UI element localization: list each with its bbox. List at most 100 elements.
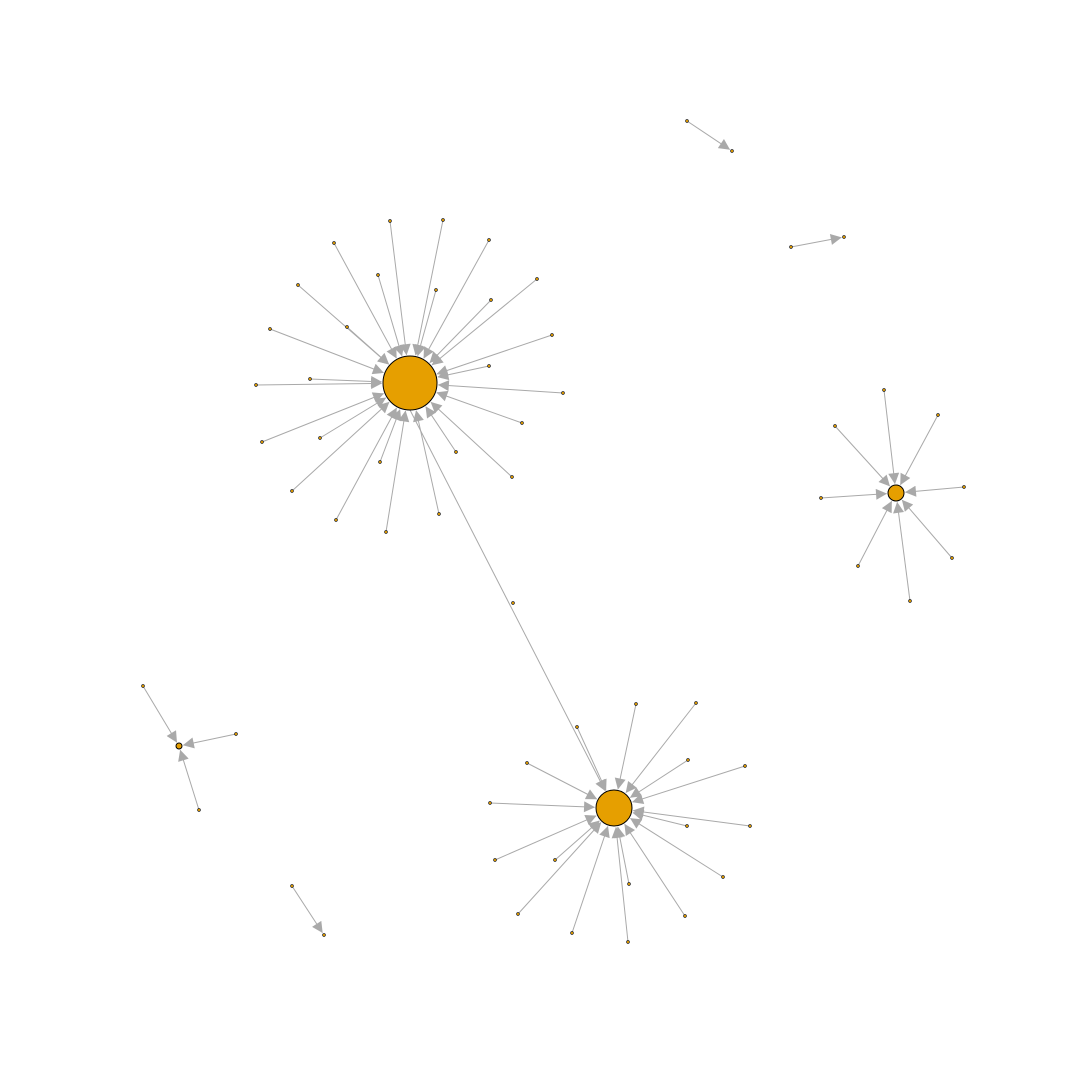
edge-hub-c-7 [857, 500, 893, 567]
edge-hub-c-4 [820, 488, 888, 500]
leaf-node-hub-a-8 [535, 277, 539, 281]
edge-hub-a-4 [333, 242, 397, 359]
isolated-node-source-1 [685, 119, 689, 123]
edge-hub-b-1 [614, 703, 637, 790]
edge-hub-a-2 [412, 219, 444, 356]
leaf-node-hub-c-5 [962, 485, 966, 489]
edge-hub-b-12 [614, 826, 630, 885]
leaf-node-hub-a-17 [520, 421, 524, 425]
edge-hub-a-19 [319, 397, 387, 439]
leaf-node-hub-b-14 [683, 914, 687, 918]
hub-c-node [887, 484, 905, 502]
edge-hub-b-5 [632, 765, 746, 805]
leaf-node-hub-b-16 [626, 940, 630, 944]
leaf-node-hub-a-22 [510, 475, 514, 479]
edge-hub-link-1 [409, 409, 606, 792]
leaf-node-hub-a-1 [388, 219, 392, 223]
edge-hub-c-1 [883, 389, 900, 485]
leaf-node-hub-c-3 [833, 424, 837, 428]
leaf-node-hub-a-5 [376, 273, 380, 277]
edge-hub-c-3 [834, 425, 890, 487]
leaf-node-hub-b-4 [686, 758, 690, 762]
leaf-node-hub-a-3 [487, 238, 491, 242]
leaf-node-hub-d-3 [197, 808, 201, 812]
leaf-node-hub-b-11 [721, 875, 725, 879]
edge-hub-d-3 [178, 749, 200, 811]
leaf-node-hub-b-15 [570, 931, 574, 935]
edge-isolated-3 [291, 885, 323, 934]
edge-hub-a-24 [335, 407, 397, 521]
edge-hub-d-1 [142, 685, 178, 743]
leaf-node-hub-b-2 [694, 701, 698, 705]
edge-hub-b-4 [629, 759, 689, 798]
leaf-node-hub-a-2 [441, 218, 445, 222]
edge-hub-a-6 [415, 289, 437, 357]
leaf-node-hub-b-1 [634, 702, 638, 706]
edge-isolated-2 [790, 234, 842, 248]
leaf-node-hub-a-15 [254, 383, 258, 387]
leaf-node-hub-a-9 [296, 283, 300, 287]
leaf-node-hub-a-13 [487, 364, 491, 368]
edge-hub-b-15 [571, 825, 610, 934]
leaf-node-hub-c-8 [908, 599, 912, 603]
leaf-node-hub-a-19 [318, 436, 322, 440]
edge-hub-a-17 [436, 390, 523, 424]
isolated-node-target-3 [322, 933, 326, 937]
edge-hub-c-8 [893, 501, 911, 602]
leaf-node-hub-a-25 [384, 530, 388, 534]
leaf-node-hub-c-2 [936, 413, 940, 417]
isolated-node-source-3 [290, 884, 294, 888]
edge-hub-a-15 [255, 378, 383, 390]
edge-hub-a-5 [377, 274, 405, 357]
isolated-node-source-2 [789, 245, 793, 249]
edge-hub-c-5 [904, 485, 965, 497]
leaf-node-hub-a-4 [332, 241, 336, 245]
edge-hub-b-9 [554, 820, 600, 861]
leaf-node-hub-a-16 [561, 391, 565, 395]
edge-hub-a-16 [437, 380, 564, 394]
edge-hub-d-2 [182, 733, 237, 749]
leaf-node-hub-b-6 [488, 801, 492, 805]
leaf-node-hub-a-11 [268, 327, 272, 331]
edge-hub-b-7 [632, 806, 751, 827]
edge-hub-b-13 [517, 822, 602, 915]
edge-hub-a-12 [436, 334, 553, 376]
isolated-node-target-2 [842, 235, 846, 239]
leaf-node-hub-b-13 [516, 912, 520, 916]
edge-hub-a-25 [385, 410, 410, 533]
isolated-node-target-1 [730, 149, 734, 153]
edge-hub-b-17 [576, 726, 607, 791]
edge-hub-a-22 [430, 401, 513, 478]
hub-d-node [175, 742, 183, 750]
leaf-node-hub-b-7 [748, 824, 752, 828]
hub-a-node [382, 355, 438, 411]
edge-hub-a-26 [413, 410, 440, 515]
leaf-node-hub-b-9 [553, 858, 557, 862]
edge-hub-a-10 [346, 326, 390, 365]
edge-hub-a-3 [423, 239, 490, 359]
edge-hub-b-6 [489, 801, 596, 813]
edge-hub-a-1 [389, 220, 411, 356]
edge-hub-b-2 [625, 702, 697, 794]
leaf-node-hub-a-12 [550, 333, 554, 337]
leaf-node-hub-b-5 [743, 764, 747, 768]
edge-hub-c-2 [900, 414, 939, 486]
leaf-node-hub-a-18 [260, 440, 264, 444]
leaf-node-hub-c-6 [950, 556, 954, 560]
leaf-node-hub-b-10 [493, 858, 497, 862]
edge-hub-a-21 [425, 406, 457, 453]
edge-hub-c-6 [901, 499, 953, 559]
leaf-node-hub-b-12 [627, 882, 631, 886]
leaf-node-hub-c-4 [819, 496, 823, 500]
edge-hub-a-8 [431, 278, 538, 366]
edge-hub-a-23 [291, 401, 390, 492]
edge-hub-b-16 [611, 826, 629, 943]
leaf-node-hub-b-3 [525, 761, 529, 765]
edge-hub-a-11 [269, 328, 384, 375]
edge-hub-b-10 [494, 814, 597, 861]
leaf-node-hub-a-20 [378, 460, 382, 464]
leaf-node-hub-d-1 [141, 684, 145, 688]
edge-hub-a-20 [379, 409, 402, 463]
edge-hub-a-18 [261, 392, 385, 443]
